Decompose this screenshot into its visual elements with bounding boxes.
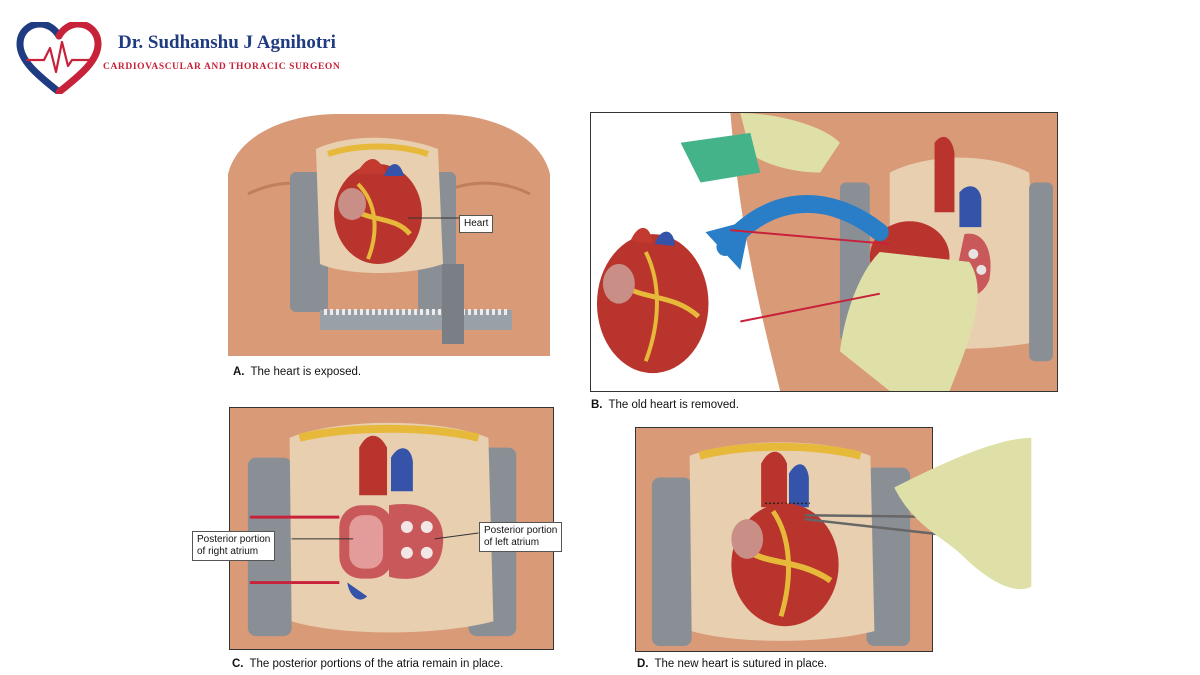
heartbeat-logo-icon [16,22,102,94]
caption-a: A. The heart is exposed. [233,366,361,378]
caption-b: B. The old heart is removed. [591,399,739,411]
panel-a-illustration [228,114,550,356]
panel-d-illustration [635,427,1032,652]
caption-d: D. The new heart is sutured in place. [637,658,827,670]
caption-d-text: The new heart is sutured in place. [654,658,828,670]
caption-c: C. The posterior portions of the atria re… [232,658,503,670]
left-atrium-label-text: Posterior portion of left atrium [484,525,558,548]
caption-c-text: The posterior portions of the atria rema… [249,658,504,670]
left-atrium-label: Posterior portion of left atrium [479,522,563,552]
right-atrium-label: Posterior portion of right atrium [192,531,276,561]
brand-tagline: CARDIOVASCULAR AND THORACIC SURGEON [103,62,341,72]
brand-name: Dr. Sudhanshu J Agnihotri [118,32,336,53]
panel-b-illustration [590,112,1058,392]
caption-d-letter: D. [637,658,649,670]
caption-b-letter: B. [591,399,603,411]
caption-a-letter: A. [233,366,245,378]
caption-c-letter: C. [232,658,244,670]
heart-label: Heart [459,215,494,233]
right-atrium-label-text: Posterior portion of right atrium [197,534,271,557]
caption-a-text: The heart is exposed. [250,366,362,378]
caption-b-text: The old heart is removed. [608,399,739,411]
